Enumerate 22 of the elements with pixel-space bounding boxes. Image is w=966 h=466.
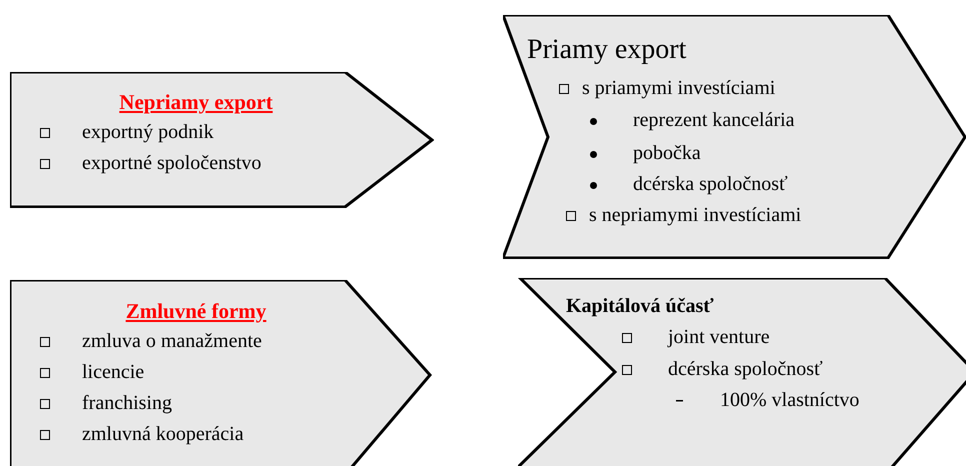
- list-item: s priamymi investíciami: [582, 76, 776, 100]
- list-item: reprezent kancelária: [633, 108, 795, 132]
- list-item: pobočka: [633, 141, 701, 165]
- list-item: s nepriamymi investíciami: [589, 203, 802, 227]
- list-item: joint venture: [668, 325, 770, 349]
- list-item: zmluvná kooperácia: [82, 422, 244, 446]
- section-heading: Zmluvné formy: [126, 299, 266, 323]
- list-item: 100% vlastníctvo: [720, 388, 860, 412]
- chevron-arrow-shape: [518, 278, 966, 466]
- list-item: exportné spoločenstvo: [82, 151, 262, 175]
- list-item: dcérska spoločnosť: [633, 172, 788, 196]
- list-item: zmluva o manažmente: [82, 329, 262, 353]
- list-item: exportný podnik: [82, 120, 214, 144]
- list-item: franchising: [82, 391, 172, 415]
- chevron-arrow-shape: [503, 15, 966, 259]
- list-item: dcérska spoločnosť: [668, 357, 823, 381]
- chevron-arrow-shape: [10, 72, 434, 208]
- section-heading: Kapitálová účasť: [566, 294, 714, 318]
- section-heading: Nepriamy export: [119, 90, 273, 114]
- chevron-arrow-shape: [10, 280, 434, 466]
- list-item: licencie: [82, 360, 144, 384]
- section-heading: Priamy export: [527, 34, 686, 66]
